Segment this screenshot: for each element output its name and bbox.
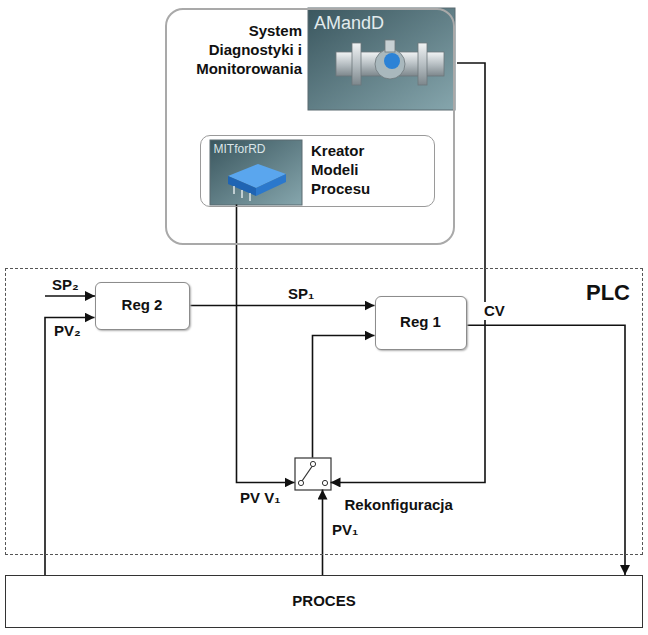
chip-pins: [234, 186, 250, 201]
icon-ground: [308, 8, 455, 110]
node-text: Rekonfiguracja: [345, 496, 453, 515]
input-arrow: [45, 295, 95, 297]
flange: [352, 43, 361, 85]
valve-stem: [385, 40, 395, 52]
signal-connector: [331, 63, 486, 482]
flange: [418, 43, 427, 85]
signal-label: SP₁: [286, 285, 316, 303]
signal-label: CV: [482, 302, 507, 320]
chip-side: [256, 174, 286, 196]
system-panel: AMandD MITforRD Kreator Modeli Procesu Syst…: [165, 8, 455, 245]
node-text: PLC: [586, 279, 630, 307]
signal-connector: [467, 325, 626, 575]
controller-box: Reg 2: [95, 282, 190, 330]
signal-connector: [45, 318, 95, 576]
signal-connector: [237, 205, 295, 483]
mitforrd-icon-box: MITforRD: [210, 140, 302, 205]
node-text: PROCES: [292, 592, 355, 611]
valve-body: [375, 49, 405, 79]
signal-connector: [190, 305, 375, 307]
node-text: MITforRD: [214, 142, 266, 157]
signal-label: PV₁: [330, 521, 360, 539]
process-box: PROCES: [5, 575, 643, 628]
switch-terminal: [310, 461, 315, 466]
switch-symbol: [295, 458, 331, 490]
switch-terminal: [298, 480, 303, 485]
signal-connector: [313, 336, 375, 458]
icon-ground: [210, 140, 302, 205]
node-text: System Diagnostyki i Monitorowania: [178, 22, 302, 78]
mitforrd-icon: [210, 140, 302, 205]
signal-label: PV V₁: [238, 489, 282, 507]
signal-label: PV₂: [52, 322, 83, 340]
amandd-icon-box: AMandD: [308, 8, 457, 112]
switch-frame: [295, 458, 331, 490]
node-text: Reg 2: [122, 296, 163, 315]
switch-lever: [302, 465, 313, 481]
model-creator-box: MITforRD Kreator Modeli Procesu: [200, 135, 435, 207]
amandd-icon: [308, 8, 455, 110]
node-text: Reg 1: [400, 313, 441, 332]
valve-core: [384, 53, 400, 69]
signal-connector: [322, 490, 324, 576]
node-text: AMandD: [314, 12, 384, 35]
switch-terminal: [322, 480, 327, 485]
plc-region: Reg 2 Reg 1 Rekonfiguracja PLC: [5, 268, 643, 555]
signal-label: SP₂: [50, 276, 81, 294]
switch-box: Rekonfiguracja: [295, 458, 331, 490]
node-text: Kreator Modeli Procesu: [311, 142, 393, 198]
controller-box: Reg 1: [375, 296, 467, 350]
